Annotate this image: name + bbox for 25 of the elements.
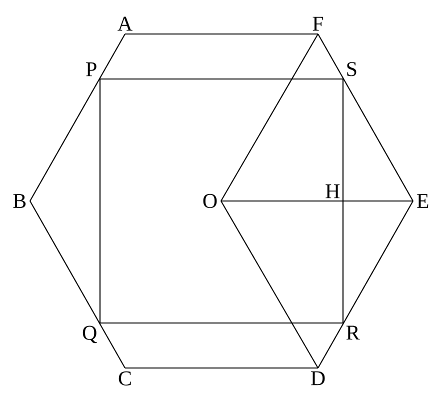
point-label: A <box>118 16 132 31</box>
line-segment <box>318 34 414 202</box>
point-label: C <box>118 371 131 386</box>
line-segment <box>220 34 318 202</box>
line-segment <box>125 367 318 369</box>
line-segment <box>220 200 318 368</box>
point-label: B <box>13 194 26 208</box>
point-label: Q <box>82 326 97 344</box>
line-segment <box>100 322 343 324</box>
point-label: H <box>326 184 340 198</box>
point-label: E <box>417 194 428 208</box>
line-segment <box>318 200 414 368</box>
line-segment <box>221 200 413 202</box>
line-segment <box>30 34 126 202</box>
point-label: S <box>347 62 356 76</box>
line-segment <box>99 79 101 323</box>
line-segment <box>30 200 126 368</box>
point-label: F <box>312 16 324 31</box>
point-label: P <box>86 62 96 76</box>
point-label: O <box>203 194 217 208</box>
point-label: D <box>311 371 325 386</box>
line-segment <box>125 33 318 35</box>
line-segment <box>342 79 344 323</box>
line-segment <box>100 78 343 80</box>
point-label: R <box>346 326 360 340</box>
